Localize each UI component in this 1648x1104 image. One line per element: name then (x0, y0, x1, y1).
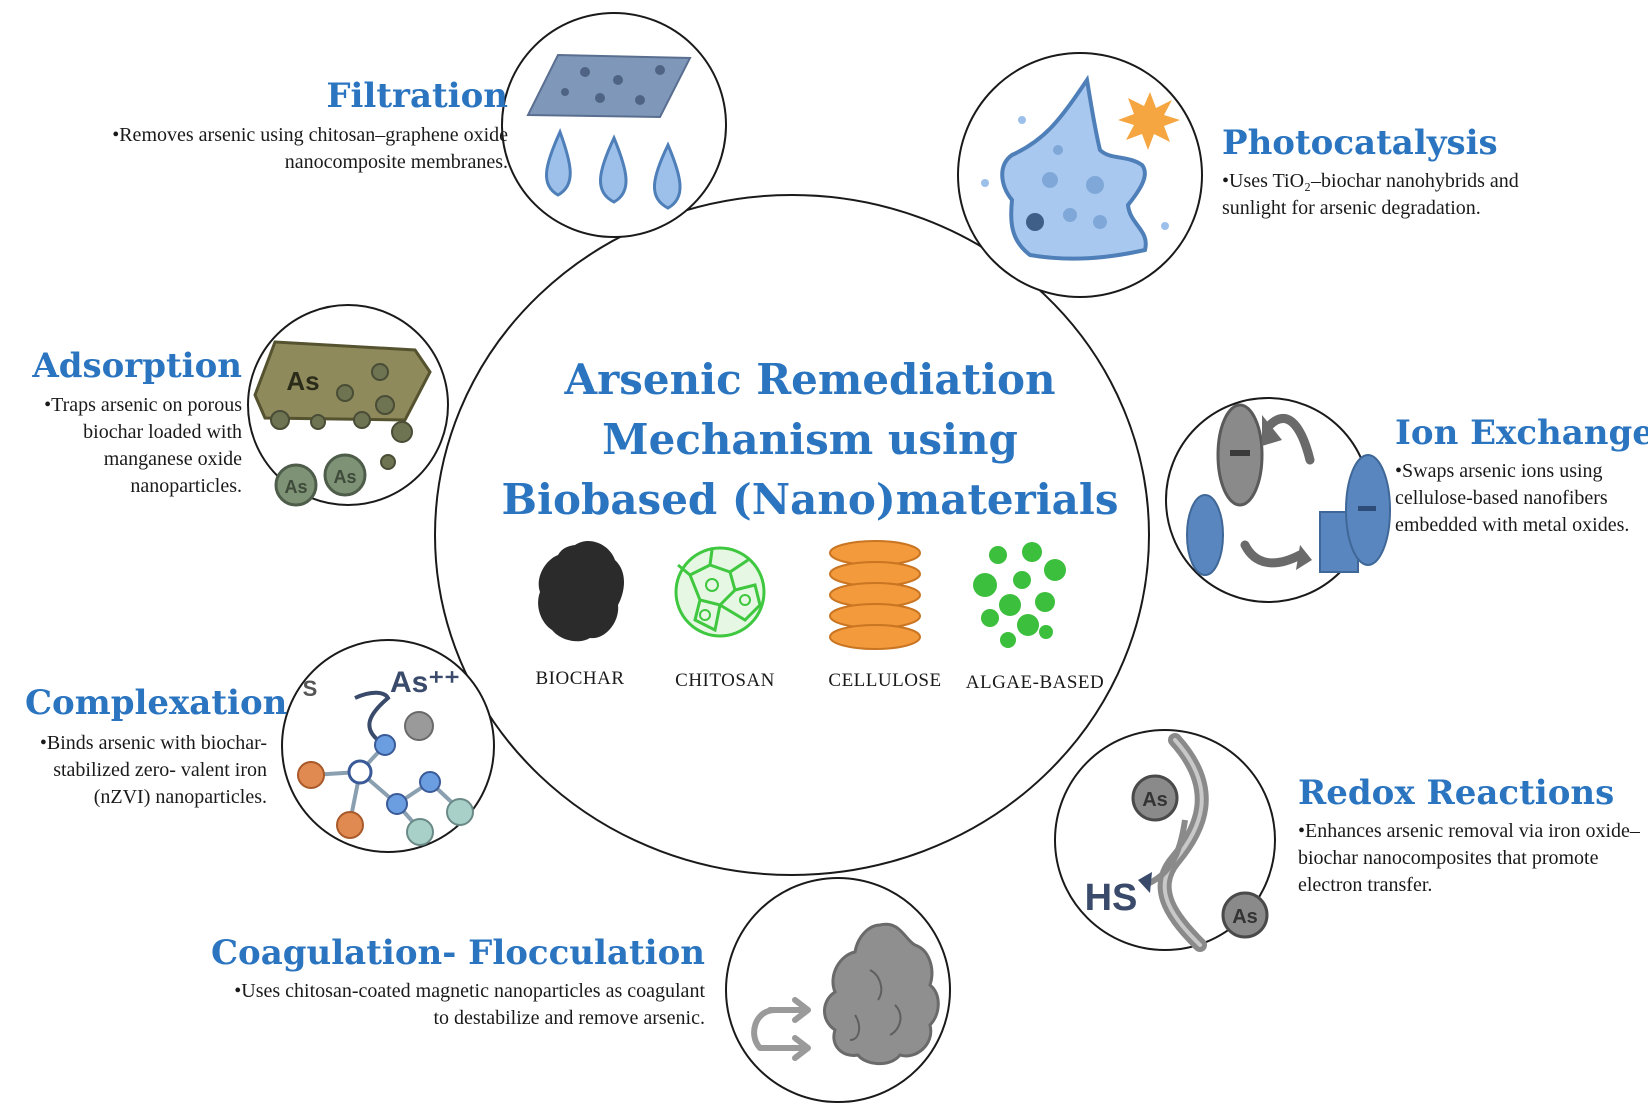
algae-icon (973, 542, 1066, 648)
ion-exchange-icon (1165, 397, 1391, 603)
coagulation-flocculation-description: •Uses chitosan-coated magnetic nanoparti… (234, 980, 705, 1029)
coagulation-flocculation-title: Coagulation- Flocculation (211, 933, 705, 973)
photocatalysis-description: •Uses TiO₂–biochar nanohybrids and sunli… (1222, 170, 1519, 219)
redox-as-label-1: As (1142, 789, 1168, 811)
photocatalysis-title: Photocatalysis (1222, 123, 1498, 163)
center-title: Arsenic Remediation Mechanism using Biob… (440, 350, 1180, 530)
complexation-as-label: As⁺⁺ (390, 666, 460, 699)
porous-biochar-icon: As As As (247, 304, 449, 507)
filtration-title: Filtration (326, 76, 508, 116)
center-circle (434, 194, 1150, 876)
redox-as-label-2: As (1232, 906, 1258, 928)
material-label-cellulose: CELLULOSE (828, 670, 942, 691)
redox-reactions-title: Redox Reactions (1298, 773, 1615, 813)
redox-hs-label: HS (1085, 877, 1138, 919)
complexation-description: •Binds arsenic with biochar-stabilized z… (39, 732, 267, 808)
material-label-biochar: BIOCHAR (535, 668, 625, 689)
redox-reactions-description: •Enhances arsenic removal via iron oxide… (1298, 820, 1640, 896)
adsorption-as-label-1: As (286, 366, 319, 396)
molecular-complex-icon: S As⁺⁺ (281, 639, 495, 853)
material-label-chitosan: CHITOSAN (675, 670, 775, 691)
adsorption-as-label-3: As (333, 467, 356, 487)
center-title-line-1: Arsenic Remediation (564, 355, 1056, 404)
adsorption-title: Adsorption (32, 346, 242, 386)
center-title-line-3: Biobased (Nano)materials (501, 475, 1119, 524)
redox-icon: As HS As (1054, 729, 1276, 952)
adsorption-as-label-2: As (284, 477, 307, 497)
ion-exchange-description: •Swaps arsenic ions using cellulose-base… (1395, 460, 1630, 536)
material-label-algae: ALGAE-BASED (965, 672, 1105, 693)
floc-aggregate-icon (725, 877, 951, 1103)
complexation-title: Complexation (25, 683, 288, 723)
ion-exchange-title: Ion Exchange (1395, 413, 1648, 453)
water-drop-sun-icon (957, 52, 1203, 298)
membrane-filtration-icon (501, 12, 727, 238)
biochar-icon (538, 540, 624, 642)
filtration-description: •Removes arsenic using chitosan–graphene… (112, 124, 508, 173)
chitosan-icon (674, 546, 766, 638)
complexation-s-label: S (303, 676, 318, 701)
center-title-line-2: Mechanism using (602, 415, 1018, 464)
cellulose-icon (829, 540, 921, 650)
adsorption-description: •Traps arsenic on porous biochar loaded … (44, 394, 242, 497)
